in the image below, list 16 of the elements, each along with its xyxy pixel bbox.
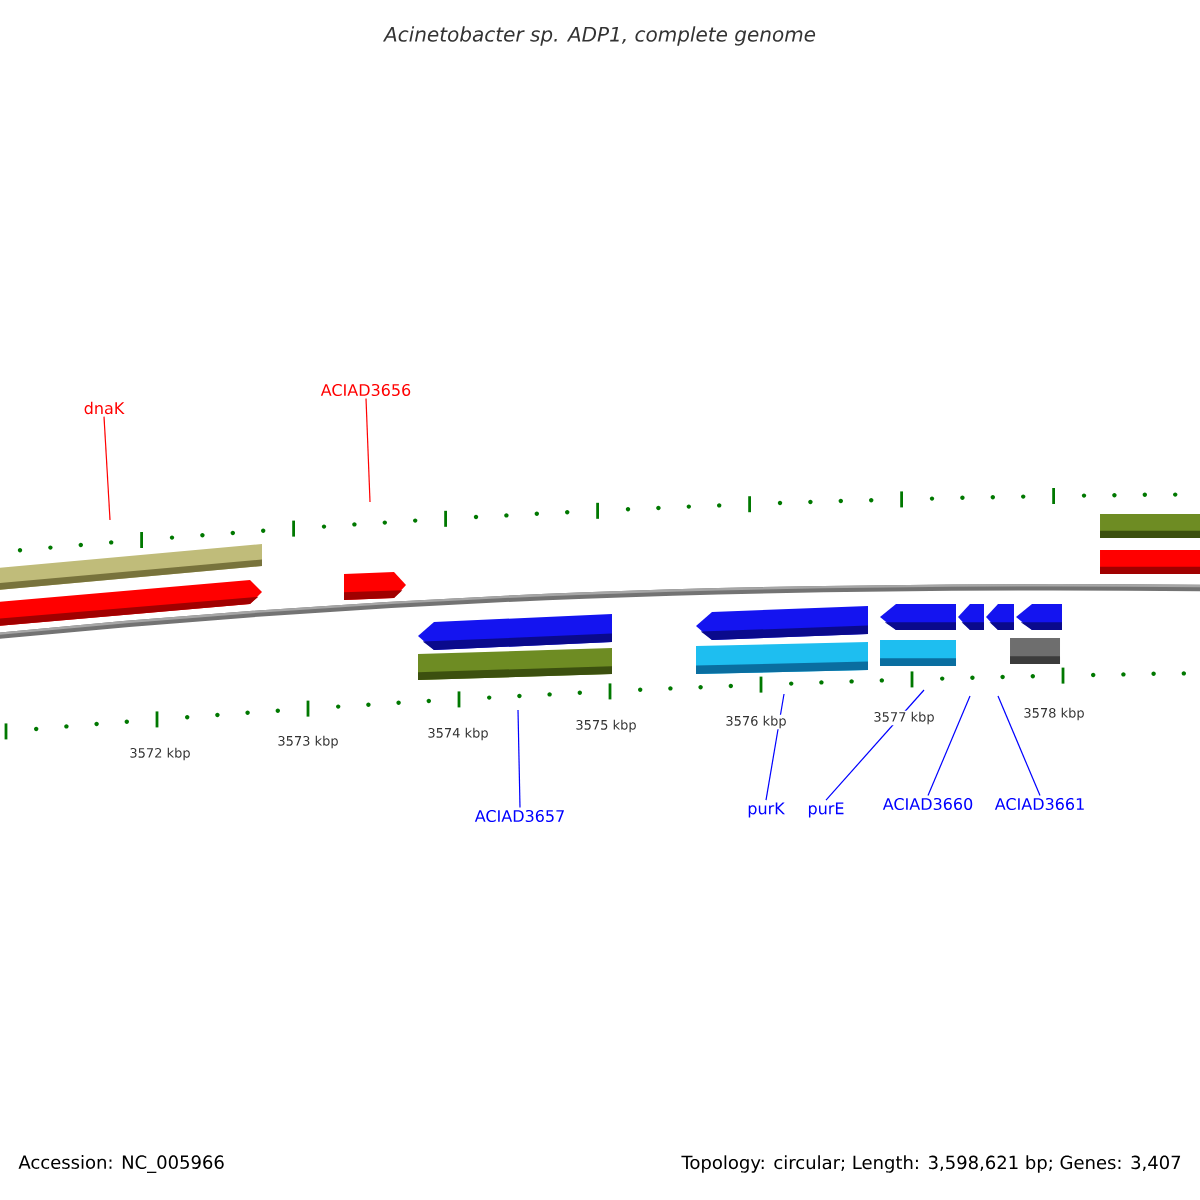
gene-label: ACIAD3656: [320, 383, 411, 397]
leader-line: [517, 709, 521, 809]
title: Acinetobacter sp. ADP1, complete genome: [382, 26, 816, 46]
leader-line: [103, 416, 111, 521]
leader-line: [927, 695, 971, 797]
footer-text: Accession: NC_005966: [18, 1155, 224, 1173]
gene-label: ACIAD3660: [882, 797, 973, 811]
gene-label: purE: [808, 802, 844, 818]
gene-label: ACIAD3661: [994, 797, 1084, 811]
leader-line: [825, 689, 925, 801]
leader-line: [365, 397, 371, 503]
gene-label: ACIAD3657: [474, 809, 564, 823]
footer-text: Topology: circular; Length: 3,598,621 bp; Genes: 3,407: [681, 1155, 1181, 1173]
gene-label: purK: [748, 802, 786, 818]
gene-label: dnaK: [84, 401, 125, 415]
leader-line: [997, 695, 1041, 797]
